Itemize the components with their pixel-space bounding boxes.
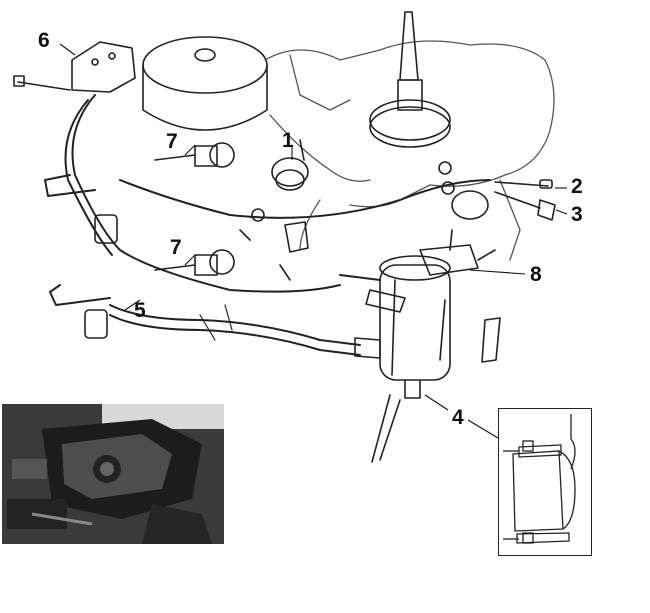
spacer [481, 317, 501, 363]
crankcase-outline [264, 40, 555, 261]
spark-plug-lower [154, 249, 235, 276]
condenser-8 [419, 229, 496, 276]
coil-mounting-drawing [503, 414, 576, 544]
connector-2 [494, 179, 553, 189]
bracket-6 [13, 41, 136, 93]
callout-4: 4 [452, 406, 464, 429]
callout-8: 8 [530, 263, 542, 286]
crankshaft [369, 11, 451, 148]
callout-5: 5 [134, 299, 146, 322]
callout-7-upper: 7 [166, 130, 178, 153]
spark-plug-upper [154, 142, 235, 168]
engine-photo [2, 404, 224, 544]
coil-mounting-inset [498, 408, 592, 556]
sender-unit-1 [271, 139, 309, 191]
ignition-coil-4 [354, 255, 451, 463]
callout-7-lower: 7 [170, 236, 182, 259]
leader-lines [59, 43, 568, 439]
callout-1: 1 [282, 129, 294, 152]
callout-2: 2 [571, 175, 583, 198]
engine-photo-image [2, 404, 224, 544]
callout-3: 3 [571, 203, 583, 226]
ht-lead-harness [44, 94, 491, 356]
connector-3 [494, 191, 556, 221]
plug-boots [84, 214, 118, 339]
lead-clip [239, 208, 309, 281]
callout-6: 6 [38, 29, 50, 52]
flywheel-housing [142, 36, 268, 131]
terminal-knob [438, 161, 489, 220]
